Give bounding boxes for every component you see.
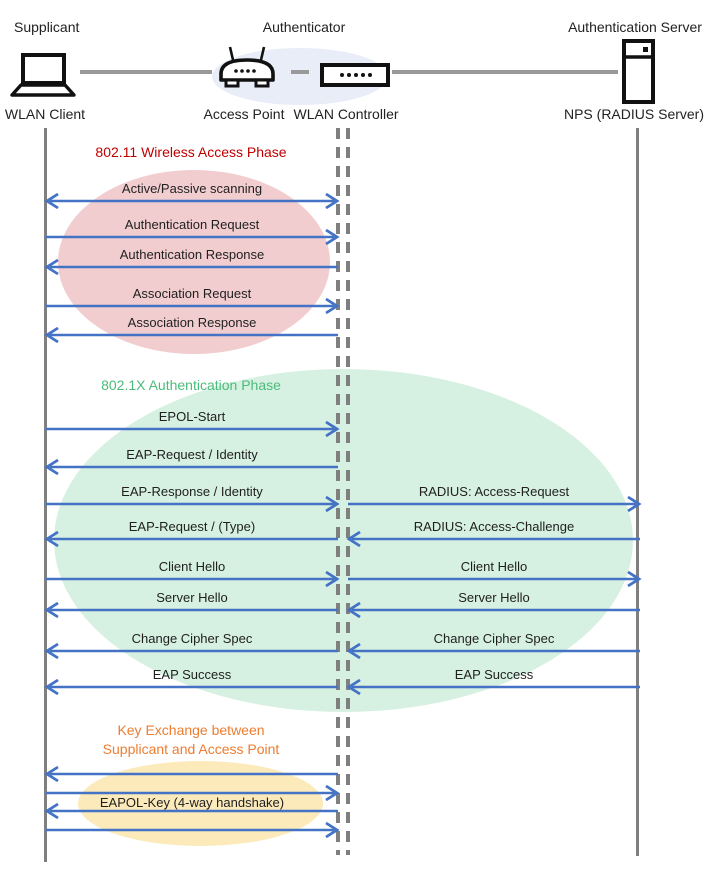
- message-label: EAP-Request / Identity: [126, 447, 258, 462]
- message-label: EAP-Response / Identity: [121, 484, 263, 499]
- access-point-icon: [219, 46, 275, 88]
- wlan-controller-icon: [320, 63, 390, 87]
- message-label: EAPOL-Key (4-way handshake): [99, 795, 285, 810]
- message-label: Active/Passive scanning: [121, 181, 263, 196]
- message-label: Server Hello: [156, 590, 228, 605]
- message-arrow: [44, 258, 338, 276]
- message-label: Client Hello: [460, 559, 528, 574]
- device-label-access-point: Access Point: [203, 106, 285, 122]
- message-arrow: [46, 495, 340, 513]
- phase-title-key-exchange: Key Exchange between Supplicant and Acce…: [102, 722, 280, 757]
- message-arrow: [346, 642, 640, 660]
- message-arrow: [346, 601, 640, 619]
- message-label: Change Cipher Spec: [131, 631, 253, 646]
- role-label-authenticator: Authenticator: [262, 19, 346, 35]
- message-label: EAP Success: [152, 667, 232, 682]
- device-label-wlan-client: WLAN Client: [4, 106, 86, 122]
- device-label-nps: NPS (RADIUS Server): [563, 106, 705, 122]
- lifeline-supplicant: [44, 128, 47, 862]
- message-label: EAP-Request / (Type): [128, 519, 256, 534]
- server-icon: [622, 39, 655, 104]
- message-label: Association Request: [132, 286, 252, 301]
- message-arrow: [46, 297, 340, 315]
- message-arrow: [44, 601, 338, 619]
- message-label: Authentication Response: [119, 247, 265, 262]
- message-arrow: [44, 458, 338, 476]
- message-arrow: [46, 420, 340, 438]
- message-arrow: [44, 678, 338, 696]
- message-label: EAP Success: [454, 667, 534, 682]
- message-arrow: [44, 765, 338, 783]
- role-label-authentication-server: Authentication Server: [568, 19, 702, 35]
- message-label: Association Response: [127, 315, 257, 330]
- message-label: Authentication Request: [124, 217, 260, 232]
- message-arrow: [44, 192, 340, 210]
- message-label: EPOL-Start: [158, 409, 226, 424]
- connector-dash: [291, 70, 309, 74]
- message-arrow: [346, 678, 640, 696]
- device-label-wlan-controller: WLAN Controller: [293, 106, 399, 122]
- connector-line: [392, 70, 618, 74]
- message-label: RADIUS: Access-Challenge: [413, 519, 575, 534]
- phase-ellipse-dot1x-auth: [54, 369, 633, 712]
- message-label: RADIUS: Access-Request: [418, 484, 570, 499]
- phase-title-dot1x-auth: 802.1X Authentication Phase: [101, 377, 281, 393]
- message-arrow: [346, 530, 640, 548]
- message-arrow: [46, 228, 340, 246]
- message-label: Server Hello: [458, 590, 530, 605]
- message-label: Client Hello: [158, 559, 226, 574]
- message-arrow: [44, 802, 338, 820]
- message-arrow: [44, 326, 338, 344]
- message-arrow: [46, 821, 340, 839]
- lifeline-controller-dashed-left: [336, 128, 340, 855]
- message-arrow: [44, 530, 338, 548]
- message-arrow: [46, 784, 340, 802]
- connector-line: [80, 70, 212, 74]
- lifeline-controller-dashed-right: [346, 128, 350, 855]
- message-arrow: [348, 570, 642, 588]
- lifeline-server: [636, 128, 639, 856]
- message-arrow: [44, 642, 338, 660]
- laptop-icon: [10, 53, 76, 97]
- phase-title-wireless-access: 802.11 Wireless Access Phase: [95, 144, 287, 160]
- message-arrow: [348, 495, 642, 513]
- message-label: Change Cipher Spec: [433, 631, 555, 646]
- role-label-supplicant: Supplicant: [14, 19, 80, 35]
- message-arrow: [46, 570, 340, 588]
